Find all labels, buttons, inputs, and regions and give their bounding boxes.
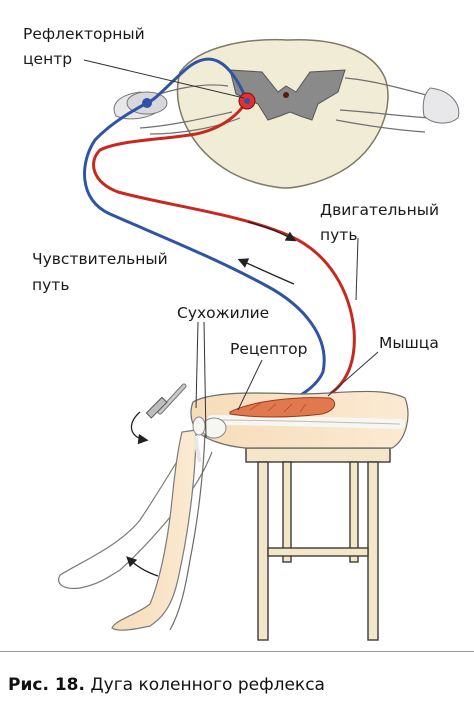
reflex-hammer [145, 383, 187, 419]
figure-caption: Рис. 18. Дуга коленного рефлекса [8, 675, 325, 695]
quadriceps-muscle [229, 397, 336, 418]
caption-divider [0, 651, 474, 652]
knee-reflex-diagram: Рефлекторный центр Двигательный путь Чув… [23, 25, 460, 641]
label-muscle: Мышца [379, 334, 439, 352]
hammer-swing-arrow [130, 411, 149, 445]
label-sensory-path-2: путь [32, 276, 69, 294]
label-reflex-center-1: Рефлекторный [23, 25, 145, 43]
spinal-cord [113, 38, 460, 189]
reflex-center [238, 92, 256, 110]
motor-pathway [92, 100, 356, 408]
patella [192, 416, 206, 436]
motor-direction-arrow [247, 221, 297, 242]
resting-lower-leg [111, 429, 197, 631]
label-motor-path-2: путь [320, 226, 357, 244]
sensory-direction-arrow [237, 258, 295, 285]
tendon [194, 435, 202, 463]
leg-kick-arrow [126, 556, 159, 577]
caption-text: Дуга коленного рефлекса [90, 675, 325, 695]
chair [245, 447, 391, 641]
caption-number: Рис. 18. [8, 675, 85, 695]
label-sensory-path-1: Чувствительный [32, 250, 168, 268]
knee-joint [192, 416, 227, 463]
sensory-pathway [83, 57, 326, 420]
label-tendon: Сухожилие [177, 304, 269, 322]
label-reflex-center-2: центр [23, 50, 72, 68]
label-receptor: Рецептор [230, 340, 307, 358]
label-motor-path-1: Двигательный [320, 201, 439, 219]
leader-lines [83, 59, 379, 439]
